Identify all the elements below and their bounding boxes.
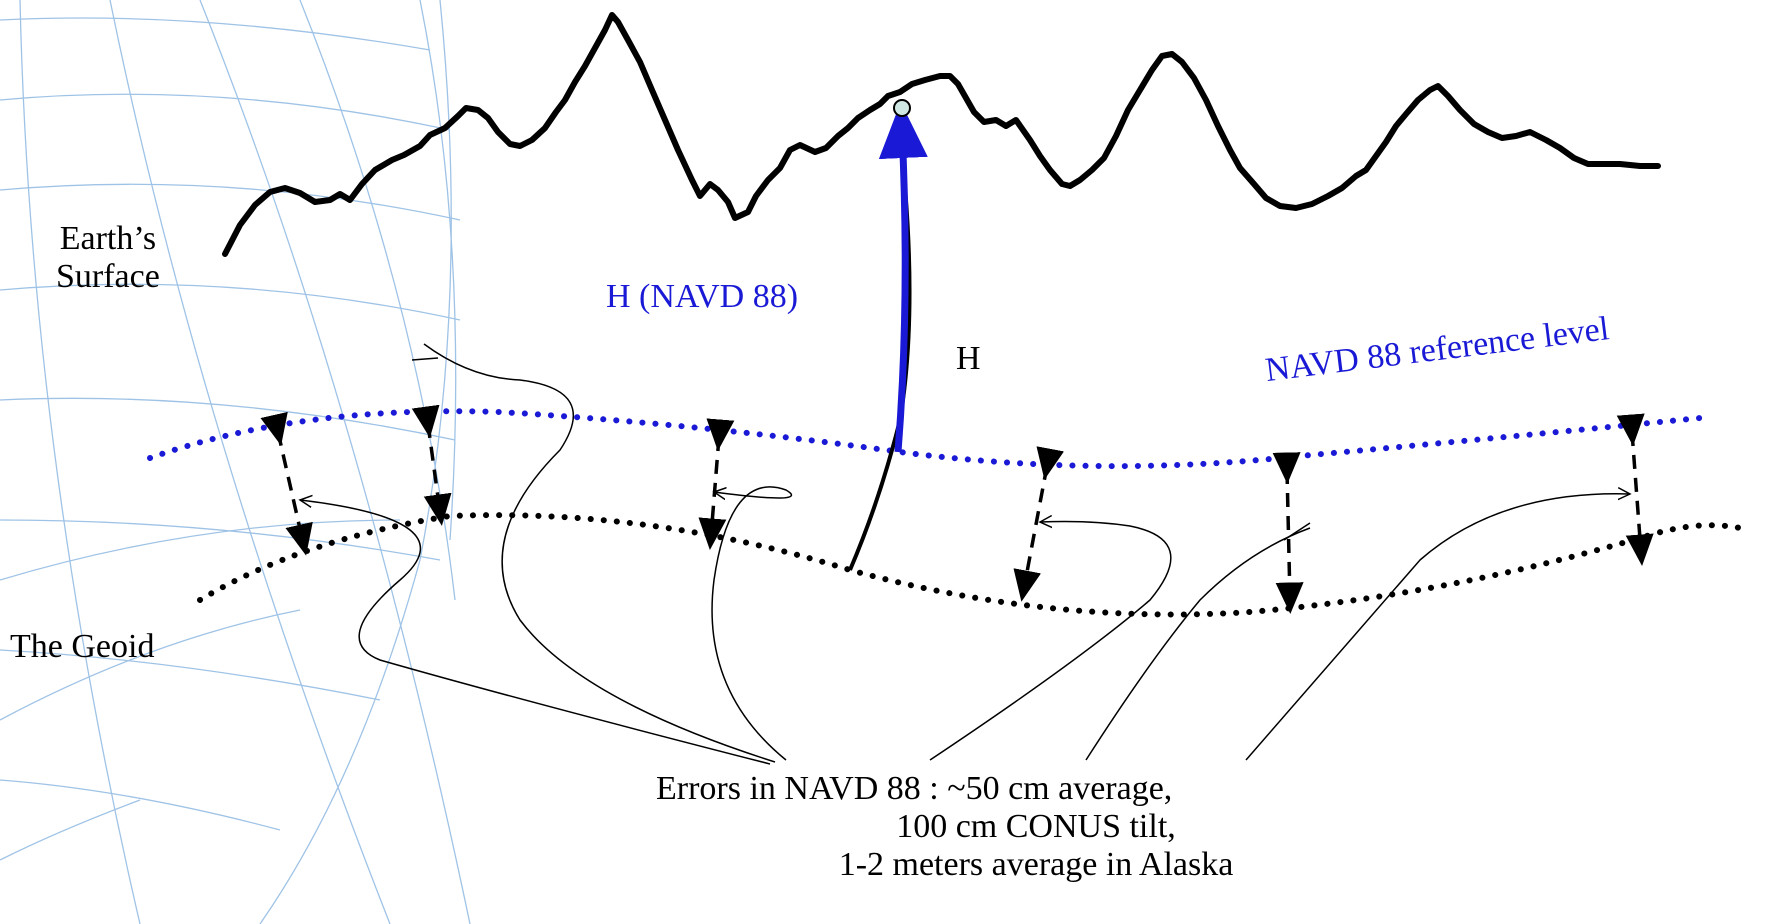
earth-surface-label: Earth’s Surface	[56, 220, 160, 296]
errors-caption: Errors in NAVD 88 : ~50 cm average, 100 …	[656, 770, 1416, 884]
error-leader-lines	[300, 343, 1630, 765]
errors-caption-line-1: Errors in NAVD 88 : ~50 cm average,	[656, 770, 1173, 807]
h-navd88-label: H (NAVD 88)	[606, 278, 799, 315]
h-navd88-line	[878, 102, 928, 453]
earth-surface-label-line-1: Earth’s	[59, 220, 157, 257]
globe-grid	[0, 0, 471, 924]
navd88-reference-line	[147, 408, 1703, 470]
error-offset-arrows	[260, 404, 1654, 614]
errors-caption-line-3: 1-2 meters average in Alaska	[838, 846, 1234, 883]
earth-surface-line	[222, 12, 1661, 257]
geoid-label: The Geoid	[10, 628, 155, 665]
h-label: H	[956, 340, 981, 377]
surface-point-marker	[893, 99, 911, 117]
errors-caption-line-2: 100 cm CONUS tilt,	[896, 808, 1176, 845]
earth-surface-label-line-2: Surface	[56, 258, 160, 295]
geoid-line	[197, 512, 1743, 618]
